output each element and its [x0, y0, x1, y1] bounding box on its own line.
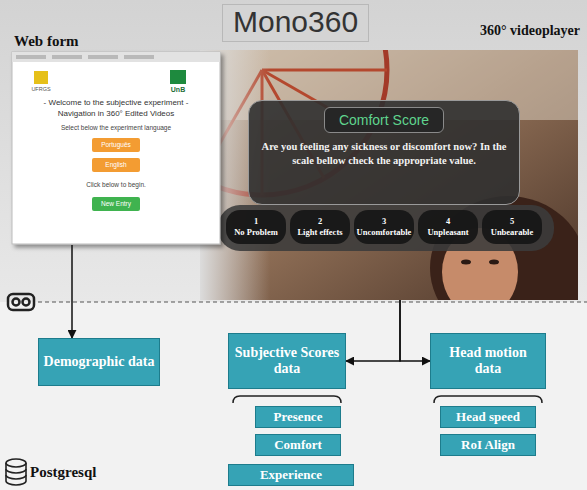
eye	[461, 260, 471, 265]
scale-button: 5Unbearable	[482, 210, 542, 244]
scale-label: Uncomfortable	[357, 227, 412, 238]
database-icon	[6, 459, 26, 485]
data-box: Demographic data	[38, 338, 160, 386]
goggles-lens	[13, 299, 20, 306]
database-label: Postgresql	[30, 463, 96, 481]
player-panel: 360° videoplayerComfort ScoreAre you fee…	[200, 14, 582, 300]
box-label: Head speed	[456, 409, 520, 425]
scale-number: 1	[254, 216, 258, 227]
scale-label: Light effects	[297, 227, 342, 238]
eye	[489, 260, 499, 265]
box-label: Comfort	[274, 437, 322, 453]
scale-bar	[218, 205, 554, 251]
logo	[34, 71, 48, 84]
box-label: Presence	[274, 409, 323, 425]
motion-box: RoI Align	[440, 434, 536, 456]
logo	[170, 70, 186, 84]
bottom-ground	[0, 302, 587, 490]
box-label: Head motion data	[435, 345, 541, 377]
browser-tab	[52, 55, 82, 59]
scale-label: No Problem	[234, 227, 278, 238]
form-text: Click below to begin.	[14, 181, 218, 189]
connector	[71, 245, 73, 338]
panel-heading: Web form	[8, 30, 223, 53]
box-label: Experience	[260, 467, 322, 483]
scale-button: 4Unpleasant	[418, 210, 478, 244]
scale-button: 3Uncomfortable	[354, 210, 414, 244]
form-panel: Web form	[8, 30, 223, 245]
score-box: Presence	[255, 406, 341, 428]
goggles-lens	[23, 299, 30, 306]
spoke	[262, 69, 387, 72]
connector	[400, 300, 430, 361]
comfort-dialog: Comfort ScoreAre you feeling any sicknes…	[248, 100, 520, 205]
bracket	[233, 396, 341, 403]
scale-number: 4	[446, 216, 450, 227]
score-box: Comfort	[255, 434, 341, 456]
web-form-screenshot	[12, 52, 220, 244]
form-button-label: Português	[92, 138, 140, 152]
box-label: RoI Align	[461, 437, 515, 453]
box-label: Demographic data	[44, 354, 155, 370]
form-text: - Welcome to the subjective experiment -	[14, 98, 218, 108]
connector	[346, 300, 400, 361]
scale-label: Unbearable	[491, 227, 534, 238]
form-page	[12, 52, 220, 244]
scale-number: 3	[382, 216, 386, 227]
logo-text: UnB	[164, 86, 192, 94]
motion-box: Head speed	[440, 406, 536, 428]
form-text: Navigation in 360° Edited Videos	[14, 109, 218, 119]
form-button	[92, 138, 140, 152]
logo-text: UFRGS	[26, 86, 56, 93]
dialog-question: Are you feeling any sickness or discomfo…	[249, 140, 519, 167]
browser-tab	[124, 55, 154, 59]
scale-number: 5	[510, 216, 514, 227]
video-scene	[200, 50, 578, 300]
browser-tab	[16, 55, 46, 59]
scale-number: 2	[318, 216, 322, 227]
form-button-label: New Entry	[92, 197, 140, 211]
data-box: Head motion data	[430, 333, 546, 389]
vr-goggles-icon	[8, 294, 34, 310]
db-top	[6, 459, 26, 467]
browser-tab	[88, 55, 118, 59]
title: Mono360	[222, 4, 369, 42]
form-button	[92, 197, 140, 211]
goggles-frame	[8, 294, 34, 310]
data-box: Subjective Scores data	[228, 333, 346, 389]
browser-bar	[12, 52, 220, 62]
form-button	[92, 158, 140, 172]
scale-label: Unpleasant	[427, 227, 468, 238]
box-label: Subjective Scores data	[233, 345, 341, 377]
dialog-title: Comfort Score	[324, 107, 444, 133]
scale-button: 2Light effects	[290, 210, 350, 244]
db-rings	[6, 469, 26, 479]
bracket	[434, 396, 542, 403]
scale-button: 1No Problem	[226, 210, 286, 244]
score-box: Experience	[228, 464, 354, 486]
form-button-label: English	[92, 158, 140, 172]
db-body	[6, 463, 26, 485]
divider	[38, 301, 587, 302]
form-text: Select below the experiment language	[14, 124, 218, 132]
